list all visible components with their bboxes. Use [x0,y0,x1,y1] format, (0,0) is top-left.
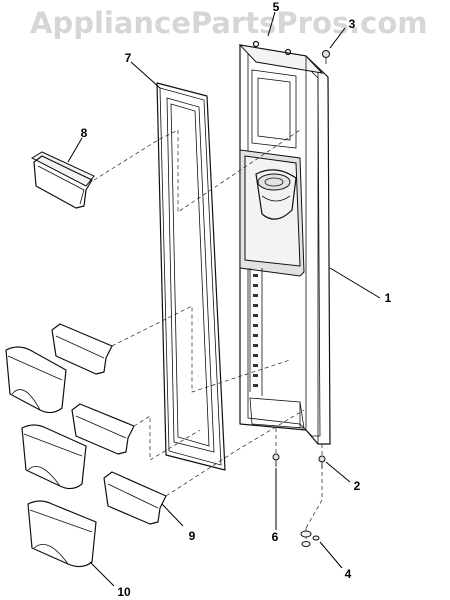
hinge-pin-4 [300,530,320,547]
screw-bottom-2 [318,455,326,468]
callout-7: 7 [125,51,132,65]
bin-large-1 [5,346,67,414]
rail-hole [253,374,258,377]
rail-hole [253,334,258,337]
rail-hole [253,324,258,327]
screw-bottom-6 [272,453,280,466]
door-panel [238,44,331,445]
callout-8: 8 [81,126,88,140]
shelf-tray-2 [71,403,135,455]
callout-10: 10 [117,585,131,599]
bin-large-2 [21,424,87,490]
callout-5: 5 [273,0,280,14]
shelf-tray-1 [51,323,113,375]
rail-hole [253,284,258,287]
callout-1: 1 [385,291,392,305]
bin-8 [30,151,95,209]
callout-9: 9 [189,529,196,543]
shelf-tray-3 [103,471,167,525]
callout-6: 6 [272,530,279,544]
rail-hole [253,384,258,387]
rail-holes [253,274,258,387]
watermark-text: AppliancePartsPros.com [30,6,428,40]
callout-2: 2 [354,479,361,493]
rail-hole [253,274,258,277]
screw-top-3 [322,50,330,64]
door-gasket [156,82,226,471]
rail-hole [253,314,258,317]
rail-hole [253,364,258,367]
callout-3: 3 [349,17,356,31]
leader-lines [67,11,381,587]
screw-top-5b [284,48,292,56]
screw-top-5a [252,40,260,48]
bin-large-3 [27,500,97,568]
rail-hole [253,294,258,297]
rail-hole [253,344,258,347]
callout-4: 4 [345,567,352,581]
rail-hole [253,304,258,307]
rail-hole [253,354,258,357]
